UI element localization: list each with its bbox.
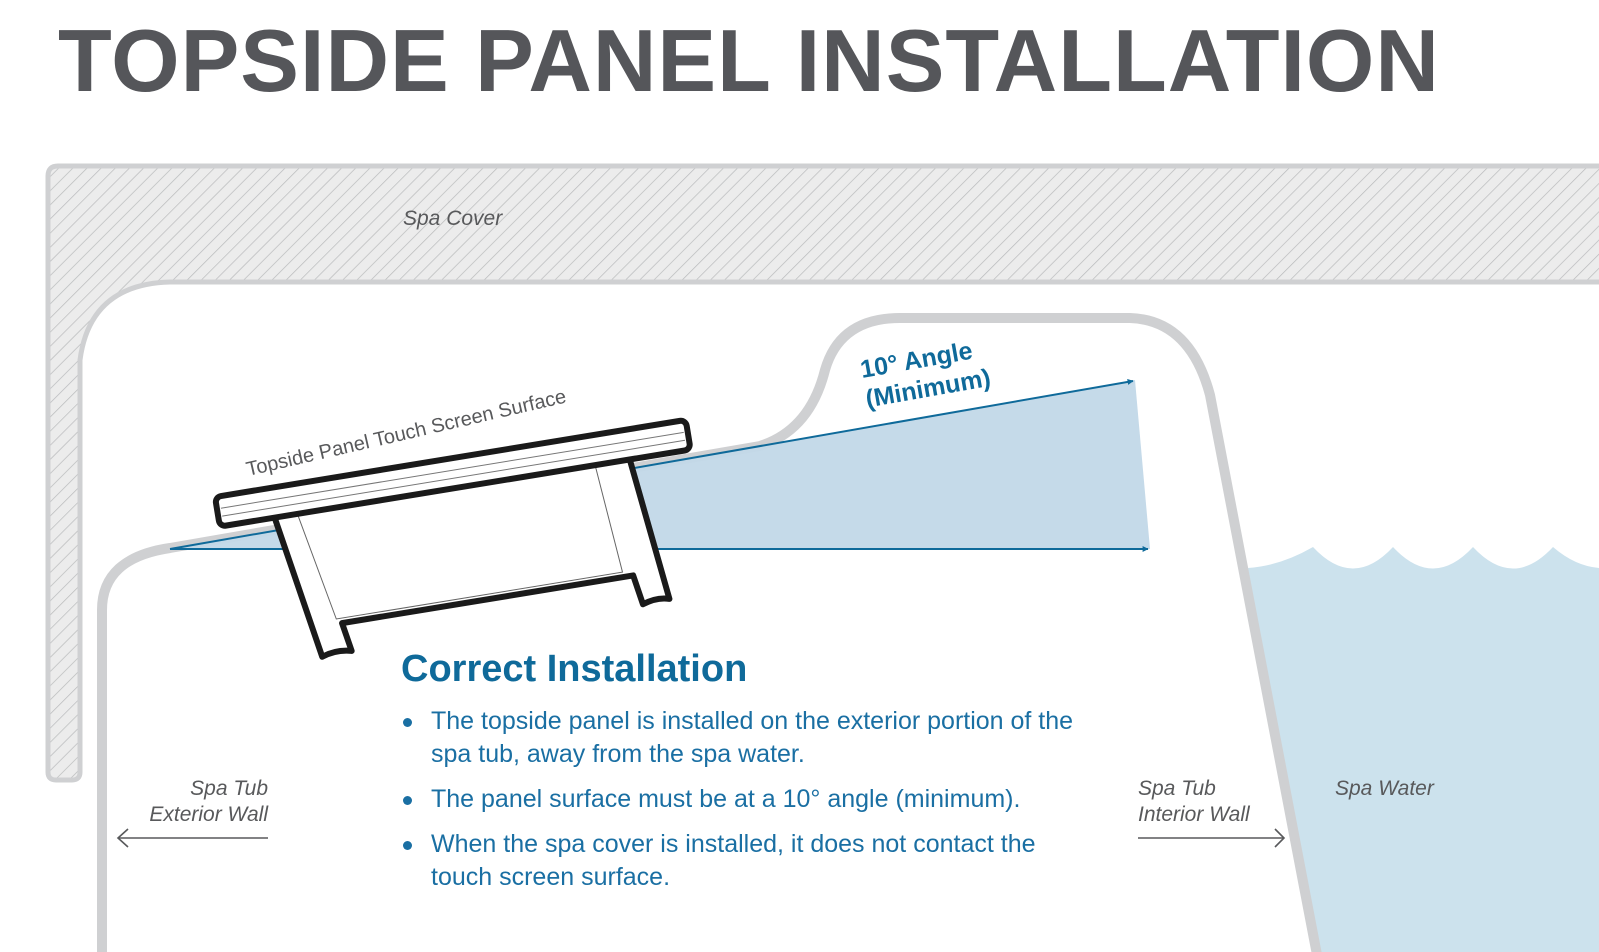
note-item: The panel surface must be at a 10° angle… [403, 783, 1103, 816]
spa-water-label: Spa Water [1335, 777, 1435, 800]
note-item: When the spa cover is installed, it does… [403, 828, 1103, 894]
topside-panel [212, 417, 693, 660]
arrow-left-icon [116, 828, 268, 848]
interior-wall-label-line2: Interior Wall [1138, 803, 1251, 826]
spa-cover-label: Spa Cover [403, 207, 503, 230]
arrow-right-icon [1138, 828, 1286, 848]
correct-installation-heading: Correct Installation [401, 648, 748, 690]
spa-tub-wall [97, 313, 1322, 952]
interior-wall-label-line1: Spa Tub [1138, 777, 1216, 800]
installation-notes: The topside panel is installed on the ex… [403, 705, 1103, 906]
exterior-wall-label-line1: Spa Tub [190, 777, 268, 800]
spa-water [1248, 547, 1599, 952]
exterior-wall-label-line2: Exterior Wall [149, 803, 269, 826]
spa-cover [45, 163, 1599, 783]
note-item: The topside panel is installed on the ex… [403, 705, 1103, 771]
page-title: TOPSIDE PANEL INSTALLATION [58, 11, 1440, 110]
